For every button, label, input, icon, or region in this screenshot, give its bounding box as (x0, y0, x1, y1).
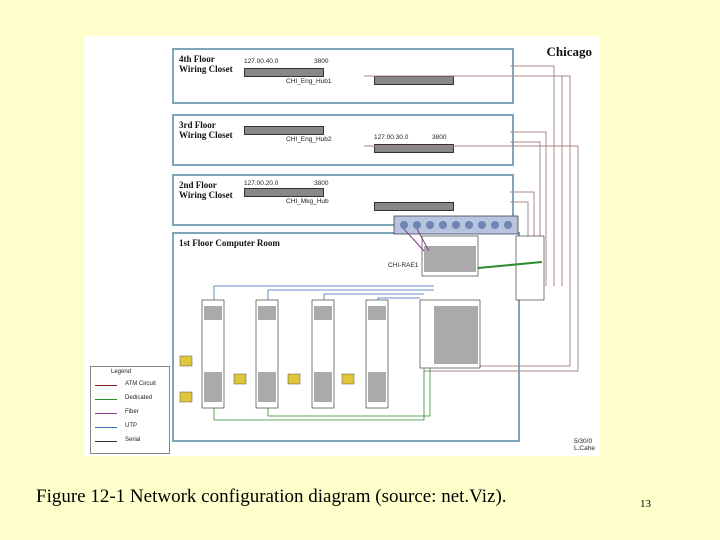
legend-label: UTP (125, 423, 137, 429)
switch-device (244, 126, 324, 135)
legend-swatch (95, 441, 117, 442)
floor-2nd-model: 3800 (314, 180, 329, 187)
legend-swatch (95, 399, 117, 400)
legend-label: Serial (125, 437, 141, 443)
floor-4th-model: 3800 (314, 58, 329, 65)
legend-swatch (95, 385, 117, 386)
switch-device (374, 76, 454, 85)
legend-title: Legend (111, 369, 132, 375)
floor-4th-hub: CHI_Eng_Hub1 (286, 78, 332, 85)
floor-4th-box: 4th Floor Wiring Closet 127.00.40.0 3800… (172, 48, 514, 104)
floor-1st-title: 1st Floor Computer Room (179, 238, 280, 248)
legend-item: Serial (95, 437, 167, 445)
city-label: Chicago (546, 44, 593, 59)
floor-2nd-box: 2nd Floor Wiring Closet 127.00.20.0 3800… (172, 174, 514, 226)
switch-device (374, 144, 454, 153)
legend-item: Fiber (95, 409, 167, 417)
network-diagram: Chicago 4th Floor Wiring Closet 127.00.4… (84, 36, 600, 456)
legend-item: ATM Circuit (95, 381, 167, 389)
legend-item: Dedicated (95, 395, 167, 403)
legend-label: ATM Circuit (125, 381, 156, 387)
legend-item: UTP (95, 423, 167, 431)
legend-box: Legend ATM Circuit Dedicated Fiber UTP S… (90, 366, 170, 454)
legend-label: Dedicated (125, 395, 153, 401)
legend-swatch (95, 427, 117, 428)
figure-caption: Figure 12-1 Network configuration diagra… (36, 486, 507, 507)
floor-3rd-box: 3rd Floor Wiring Closet 127.00.30.0 3800… (172, 114, 514, 166)
switch-device (374, 202, 454, 211)
floor-2nd-ip: 127.00.20.0 (244, 180, 279, 187)
floor-3rd-hub: CHI_Eng_Hub2 (286, 136, 332, 143)
legend-swatch (95, 413, 117, 414)
floor-3rd-ip: 127.00.30.0 (374, 134, 409, 141)
floor-4th-ip: 127.00.40.0 (244, 58, 279, 65)
floor-2nd-title: 2nd Floor Wiring Closet (179, 180, 233, 200)
floor-3rd-model: 3800 (432, 134, 447, 141)
switch-device (244, 68, 324, 77)
legend-label: Fiber (125, 409, 139, 415)
floor-2nd-hub: CHI_Mkg_Hub (286, 198, 329, 205)
router-label: CHI-RAE1 (388, 262, 419, 269)
switch-device (244, 188, 324, 197)
floor-4th-title: 4th Floor Wiring Closet (179, 54, 233, 74)
floor-3rd-title: 3rd Floor Wiring Closet (179, 120, 233, 140)
footer-note: 5/30/0 L.Cahe (574, 438, 595, 452)
floor-1st-box: 1st Floor Computer Room CHI-RAE1 (172, 232, 520, 442)
page-number: 13 (640, 498, 651, 510)
